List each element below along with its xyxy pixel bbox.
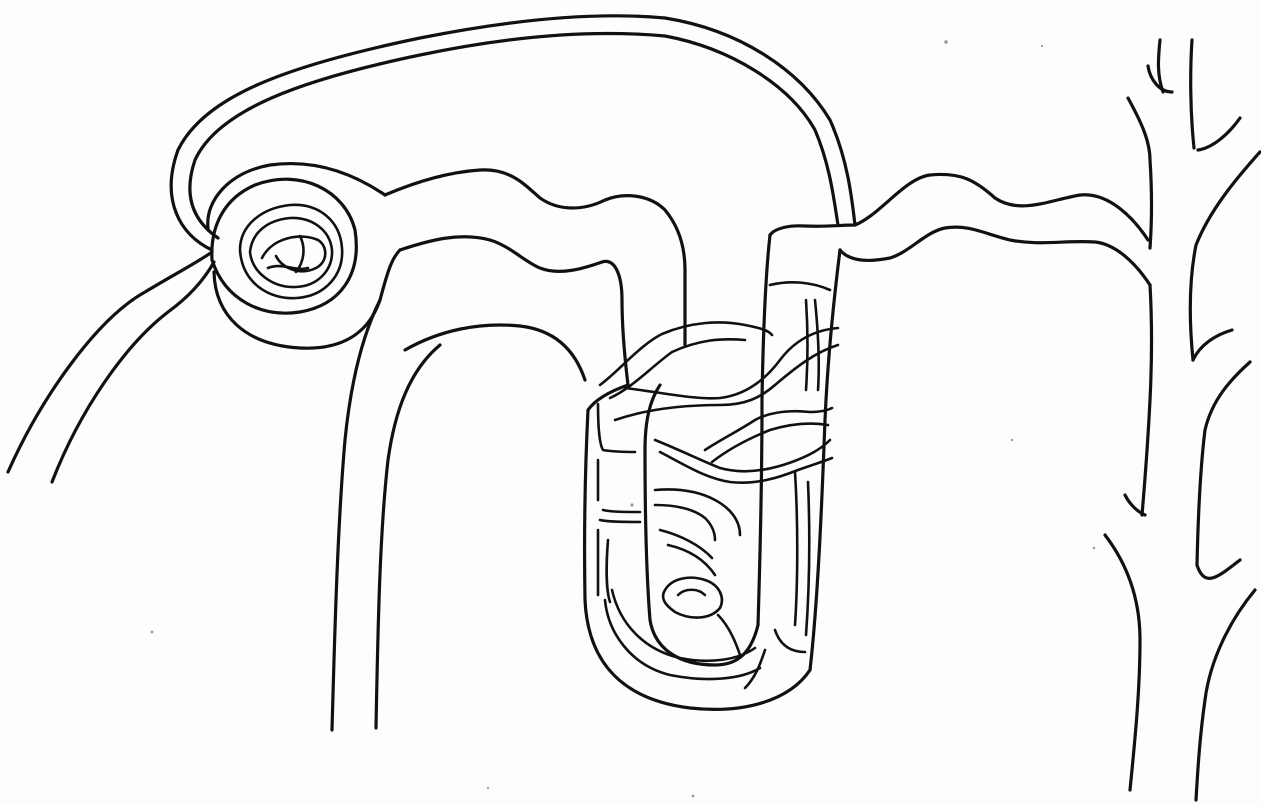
- peritubular-capillaries: [598, 282, 838, 688]
- distal-convoluted-tubule: [770, 174, 1150, 285]
- vasa-recta-limb: [332, 300, 585, 730]
- collecting-duct: [1105, 40, 1260, 800]
- loop-of-henle: [585, 235, 840, 709]
- proximal-convoluted-tubule: [385, 170, 685, 300]
- glomerulus: [240, 205, 342, 298]
- efferent-arteriole-arch: [171, 16, 855, 250]
- afferent-arteriole: [8, 252, 214, 482]
